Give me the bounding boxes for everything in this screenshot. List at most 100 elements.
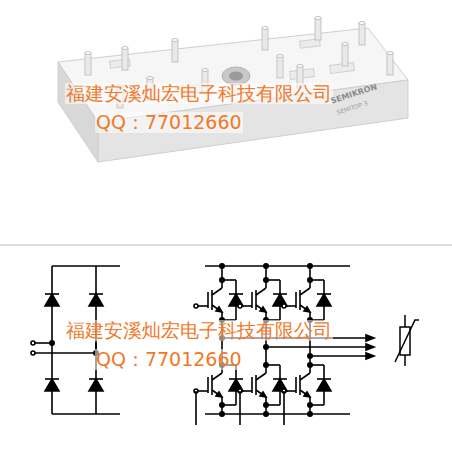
- emitter-arrow: [216, 392, 222, 397]
- wire: [256, 390, 266, 397]
- wire: [211, 375, 213, 395]
- wire: [211, 290, 213, 310]
- wire: [266, 346, 368, 348]
- wire: [279, 365, 281, 379]
- wire: [45, 378, 59, 380]
- diode-symbol: [45, 294, 59, 306]
- pin-top: [315, 16, 321, 19]
- emitter-arrow: [304, 307, 310, 312]
- junction-dot: [50, 341, 54, 345]
- output-arrow: [366, 353, 374, 359]
- pin-top: [122, 46, 128, 49]
- wire: [51, 391, 53, 414]
- wire: [317, 293, 331, 295]
- output-arrow: [366, 335, 374, 341]
- pin: [387, 53, 393, 75]
- gate-terminal: [282, 304, 286, 308]
- diode-symbol: [317, 379, 331, 391]
- junction-dot: [264, 412, 268, 416]
- wire: [283, 391, 285, 425]
- wire: [273, 293, 287, 295]
- wire: [239, 391, 241, 425]
- wire: [205, 413, 350, 415]
- diode-symbol: [317, 294, 331, 306]
- junction-dot: [220, 278, 224, 282]
- gate-terminal: [194, 304, 198, 308]
- wire: [323, 391, 325, 405]
- junction-dot: [264, 345, 268, 349]
- watermark-text: QQ：77012660: [95, 349, 243, 370]
- wire: [299, 375, 301, 395]
- wire: [286, 305, 296, 307]
- emitter-arrow: [260, 392, 266, 397]
- wire: [235, 391, 237, 405]
- emitter-arrow: [216, 307, 222, 312]
- mounting-hole: [229, 72, 243, 81]
- wire: [256, 373, 266, 380]
- gate-terminal: [238, 304, 242, 308]
- wire: [279, 280, 281, 294]
- watermark-text: 福建安溪灿宏电子科技有限公司: [65, 83, 333, 104]
- wire: [229, 293, 243, 295]
- wire: [300, 373, 310, 380]
- wire: [95, 391, 97, 414]
- watermark-text: QQ：77012660: [95, 112, 243, 133]
- junction-dot: [220, 264, 224, 268]
- wire: [323, 280, 325, 294]
- wire: [242, 305, 252, 307]
- wire: [89, 293, 103, 295]
- wire: [51, 266, 53, 294]
- diode-symbol: [45, 379, 59, 391]
- wire: [229, 378, 243, 380]
- wire: [235, 280, 237, 294]
- pin: [277, 56, 283, 78]
- wire: [300, 305, 310, 312]
- module-side: [58, 62, 98, 162]
- junction-dot: [308, 363, 312, 367]
- thermistor-symbol: [395, 315, 419, 366]
- wire: [256, 305, 266, 312]
- junction-dot: [308, 354, 312, 358]
- pin: [172, 40, 178, 62]
- diode-symbol: [89, 379, 103, 391]
- wire: [205, 265, 350, 267]
- wire: [300, 390, 310, 397]
- pin-top: [202, 68, 208, 71]
- pin-top: [85, 51, 91, 54]
- pin-top: [172, 38, 178, 41]
- pin: [262, 28, 268, 50]
- wire: [212, 390, 222, 397]
- emitter-arrow: [304, 392, 310, 397]
- output-arrow: [366, 344, 374, 350]
- wire: [299, 290, 301, 310]
- diode-symbol: [89, 294, 103, 306]
- wire: [52, 413, 120, 415]
- wire: [323, 365, 325, 379]
- terminal: [31, 341, 35, 345]
- wire: [235, 306, 237, 320]
- divider-line: [0, 245, 452, 246]
- wire: [212, 373, 222, 380]
- wire: [317, 378, 331, 380]
- wire: [95, 266, 97, 294]
- junction-dot: [264, 278, 268, 282]
- wire: [34, 352, 96, 354]
- pin-top: [277, 54, 283, 57]
- pin: [315, 18, 321, 40]
- wire: [198, 305, 208, 307]
- wire: [255, 290, 257, 310]
- wire: [255, 375, 257, 395]
- wire: [212, 305, 222, 312]
- wire: [273, 378, 287, 380]
- pin-top: [359, 21, 365, 24]
- wire: [256, 288, 266, 295]
- wire: [300, 288, 310, 295]
- wire: [286, 390, 296, 392]
- wire: [310, 355, 368, 357]
- pin: [85, 53, 91, 75]
- junction-dot: [308, 264, 312, 268]
- junction-dot: [264, 363, 268, 367]
- pin: [342, 44, 348, 66]
- pin: [359, 23, 365, 45]
